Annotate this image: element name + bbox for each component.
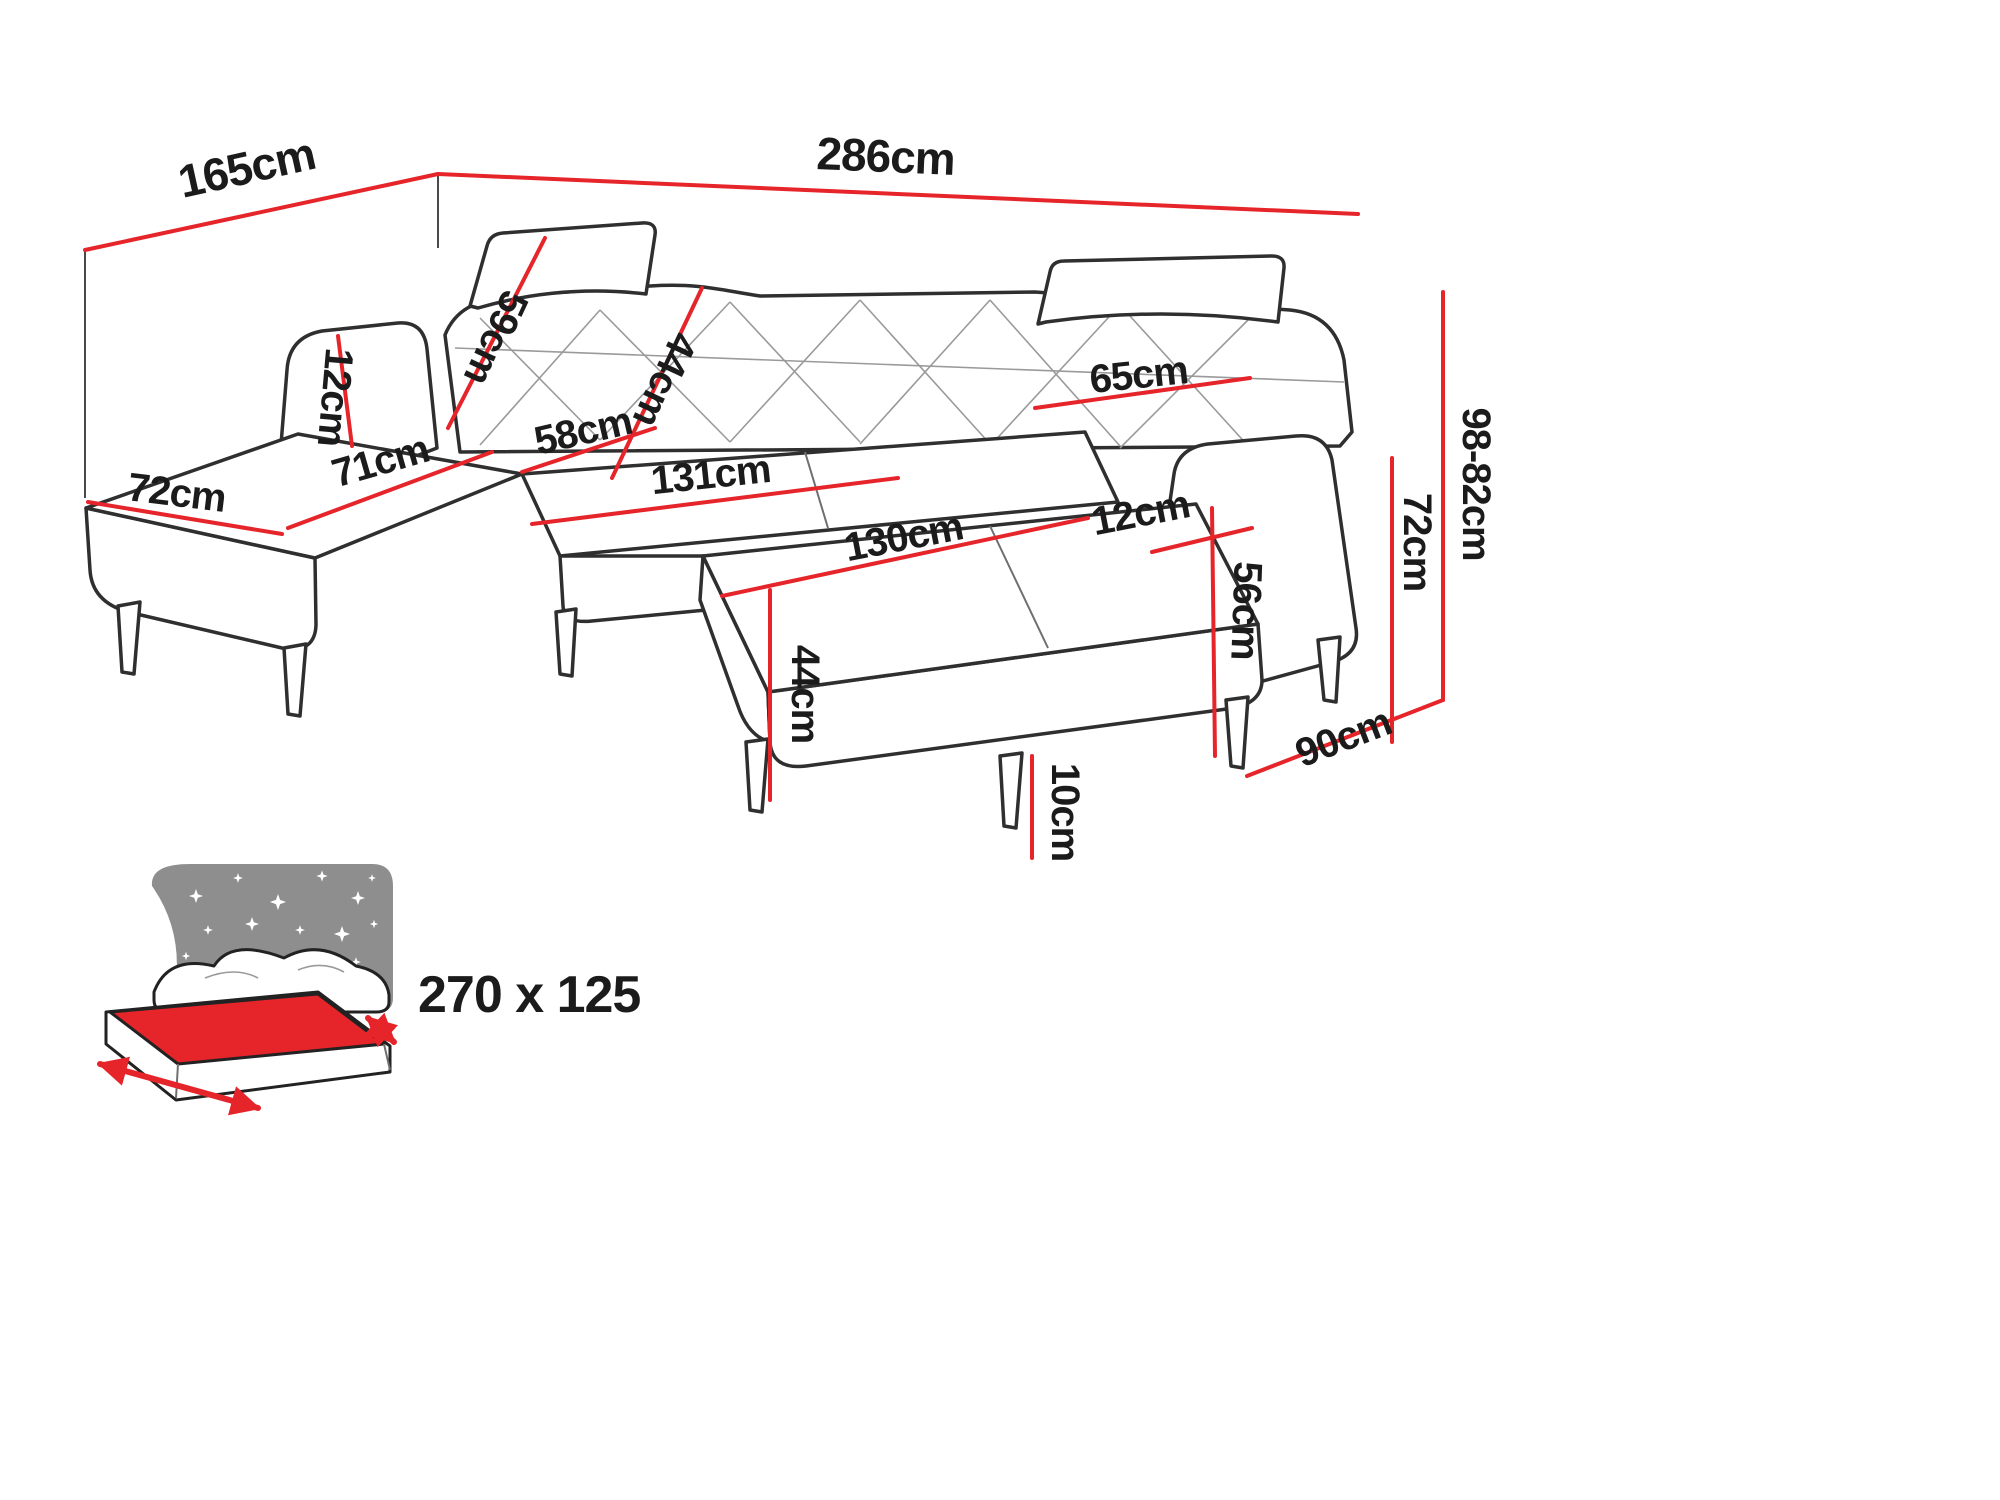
bed-icon: 270 x 125 [97,864,641,1116]
dim-line-chaise-71 [286,450,494,530]
dim-line-corner-58 [520,426,657,474]
width-arrow [363,1012,399,1048]
sofa-drawing [84,221,1359,830]
right-headrest [1036,254,1286,326]
dim-left-armrest-label: 12cm [309,346,361,448]
center-seat-front [558,554,708,624]
dimension-lines [83,172,1445,860]
dim-line-total-width [436,172,1360,216]
dim-total-height-label: 98-82cm [1454,407,1498,560]
sofa-leg [282,642,308,718]
sofa-leg [744,737,770,814]
dim-total-width-label: 286cm [816,127,956,185]
dim-left-depth-label: 165cm [173,127,319,208]
dim-line-backrest-44 [610,286,704,480]
dim-line-left-armrest [336,334,354,448]
sofa-leg [1224,695,1250,770]
dim-line-chaise-130 [720,516,1090,598]
left-headrest [468,221,657,310]
dim-line-back-65 [1033,376,1252,410]
right-chaise-seam [989,525,1049,649]
right-chaise-top [701,502,1260,694]
backrest-quilting [454,299,1345,449]
sofa-leg [1316,635,1342,704]
right-armrest [1160,433,1359,686]
dim-back-65-label: 65cm [1087,348,1189,402]
dim-side-72-label: 72cm [1395,493,1439,591]
dim-line-chaise-72 [86,500,284,536]
dim-line-mid-131 [530,476,900,526]
perspective-guides [84,174,439,498]
dim-leg-10-label: 10cm [1043,763,1087,861]
dim-line-depth-90 [1245,698,1445,778]
mattress-edge [383,1043,391,1071]
length-arrow [97,1056,261,1116]
dim-line-right-armrest [1150,526,1254,554]
dim-armrest-56-label: 56cm [1222,561,1269,661]
dim-line-left-depth [83,172,440,252]
sofa-leg [998,751,1024,830]
center-seat-top [520,430,1120,558]
left-chaise-body [84,506,318,651]
bed-size-label: 270 x 125 [418,966,640,1024]
duvet-fold [204,971,259,979]
dim-line-armrest-56 [1210,506,1217,758]
dim-seat-44-label: 44cm [783,645,827,743]
duvet-fold [297,964,345,973]
sofa-leg [116,600,142,676]
dim-depth-90-label: 90cm [1290,700,1398,776]
dim-line-backrest-59 [446,236,547,430]
sofa-leg [554,607,578,678]
